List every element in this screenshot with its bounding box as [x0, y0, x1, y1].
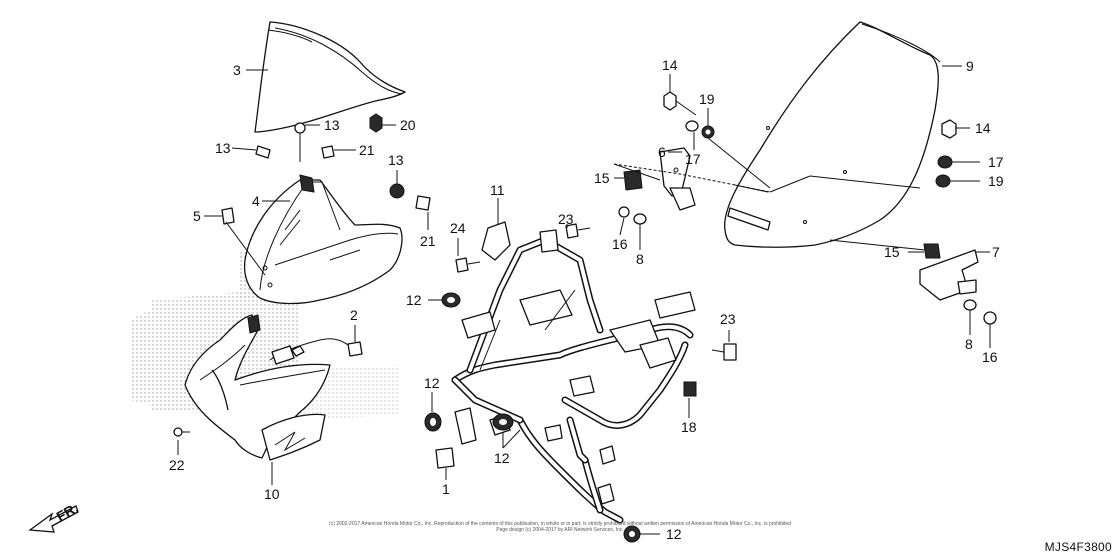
callout-4: 4: [252, 193, 260, 209]
callout-8: 8: [965, 336, 973, 352]
part-9-windscreen[interactable]: [724, 21, 941, 248]
callout-23: 23: [558, 211, 574, 227]
front-direction-arrow: FR.: [28, 499, 81, 533]
part-21-nut-a[interactable]: [321, 145, 335, 159]
callout-17: 17: [685, 151, 701, 167]
part-21-nut-b[interactable]: [415, 195, 431, 211]
callout-8: 8: [636, 251, 644, 267]
part-7-bracket[interactable]: [919, 249, 979, 301]
part-13-screw-b[interactable]: [255, 145, 271, 159]
copyright-line-2: Page design (c) 2004-2017 by ARI Network…: [496, 527, 624, 533]
part-23-bolt-a[interactable]: [565, 223, 591, 239]
copyright-line-1: (c) 2002-2017 American Honda Motor Co., …: [329, 521, 791, 527]
part-2-wire-harness[interactable]: [269, 338, 363, 365]
callout-1: 1: [442, 481, 450, 497]
callout-15: 15: [594, 170, 610, 186]
callout-13: 13: [215, 140, 231, 156]
part-17-washer-a[interactable]: [685, 120, 699, 132]
part-5-clip[interactable]: [221, 207, 235, 225]
callout-20: 20: [400, 117, 416, 133]
part-18-grommet[interactable]: [683, 381, 697, 397]
callout-12: 12: [424, 375, 440, 391]
part-16-bolt-a[interactable]: [618, 206, 630, 218]
callout-21: 21: [359, 142, 375, 158]
callout-17: 17: [988, 154, 1004, 170]
part-20-clip[interactable]: [369, 113, 383, 133]
part-13-screw-a[interactable]: [294, 122, 306, 162]
part-24-bolt[interactable]: [455, 257, 481, 273]
callout-5: 5: [193, 208, 201, 224]
part-12-grommet-c[interactable]: [492, 413, 514, 431]
part-8-washer-b[interactable]: [963, 299, 977, 311]
callout-15: 15: [884, 244, 900, 260]
callout-6: 6: [658, 144, 666, 160]
callout-24: 24: [450, 220, 466, 236]
callout-12: 12: [494, 450, 510, 466]
part-23-bolt-b[interactable]: [711, 343, 737, 361]
part-19-nut-b[interactable]: [935, 174, 951, 188]
callout-19: 19: [699, 91, 715, 107]
callout-19: 19: [988, 173, 1004, 189]
callout-3: 3: [233, 62, 241, 78]
callout-14: 14: [662, 57, 678, 73]
callout-7: 7: [992, 244, 1000, 260]
part-8-washer-a[interactable]: [633, 213, 647, 225]
part-16-bolt-b[interactable]: [983, 311, 997, 325]
part-15-rubber-b[interactable]: [923, 243, 941, 259]
callout-22: 22: [169, 457, 185, 473]
part-17-washer-b[interactable]: [937, 155, 953, 169]
callout-14: 14: [975, 120, 991, 136]
part-4-front-cover[interactable]: [243, 174, 403, 305]
part-13-screw-c[interactable]: [389, 183, 405, 199]
callout-13: 13: [388, 152, 404, 168]
part-14-screw-a[interactable]: [663, 91, 697, 116]
diagram-code: MJS4F3800: [1044, 540, 1112, 554]
part-22-screw[interactable]: [173, 427, 190, 437]
part-12-grommet-b[interactable]: [424, 412, 442, 432]
part-3-upper-cover[interactable]: [254, 21, 406, 133]
part-1-collar[interactable]: [435, 447, 455, 469]
callout-2: 2: [350, 307, 358, 323]
callout-12: 12: [406, 292, 422, 308]
callout-9: 9: [966, 58, 974, 74]
callout-10: 10: [264, 486, 280, 502]
callout-13: 13: [324, 117, 340, 133]
part-6-bracket[interactable]: [659, 147, 696, 211]
callout-18: 18: [681, 419, 697, 435]
callout-16: 16: [982, 349, 998, 365]
part-19-nut-a[interactable]: [701, 125, 715, 139]
callout-11: 11: [490, 182, 505, 198]
part-12-grommet-a[interactable]: [441, 292, 461, 308]
part-14-screw-b[interactable]: [941, 119, 957, 139]
part-11-frame[interactable]: [451, 221, 696, 524]
copyright-notice: (c) 2002-2017 American Honda Motor Co., …: [300, 521, 820, 533]
leader-lines: [177, 65, 991, 535]
callout-labels: 3 13 20 13 21 13 4 5 21 24 11 23 12 2 12…: [169, 57, 1004, 542]
callout-23: 23: [720, 311, 736, 327]
callout-21: 21: [420, 233, 436, 249]
part-10-lower-cowl[interactable]: [184, 314, 331, 461]
callout-16: 16: [612, 236, 628, 252]
callout-12: 12: [666, 526, 682, 542]
